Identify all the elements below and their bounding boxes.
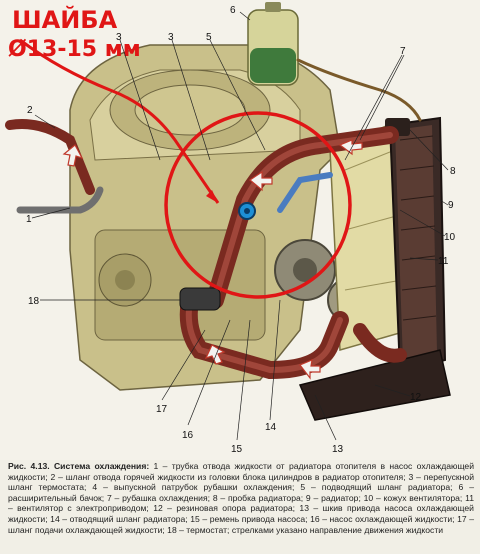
callout-9: 9 xyxy=(448,200,454,211)
callout-17: 17 xyxy=(156,404,168,415)
callout-10: 10 xyxy=(444,232,456,243)
handwritten-annotation: ШАЙБА Ø13-15 мм xyxy=(8,5,352,299)
coolant-hoses xyxy=(5,58,422,380)
annotation-line1: ШАЙБА xyxy=(12,5,118,34)
callout-1: 1 xyxy=(26,214,32,225)
callout-3b: 3 xyxy=(168,32,174,43)
callout-8: 8 xyxy=(450,166,456,177)
annotation-circle xyxy=(164,111,352,299)
callout-14: 14 xyxy=(265,422,277,433)
callout-12: 12 xyxy=(410,392,422,403)
expansion-tank xyxy=(247,2,299,86)
callout-11: 11 xyxy=(438,256,449,267)
callout-numbers: 1 2 3 3 5 6 7 8 9 10 11 12 13 14 15 16 1… xyxy=(26,5,456,455)
callout-16: 16 xyxy=(182,430,194,441)
radiator xyxy=(385,116,447,374)
callout-13: 13 xyxy=(332,444,344,455)
callout-7: 7 xyxy=(400,46,406,57)
annotation-line2: Ø13-15 мм xyxy=(8,37,141,62)
callout-3a: 3 xyxy=(116,32,122,43)
annotation-arrow xyxy=(19,38,220,204)
caption-text: 1 – трубка отвода жидкости от радиатора … xyxy=(8,461,474,535)
figure-caption: Рис. 4.13. Система охлаждения: 1 – трубк… xyxy=(8,461,474,535)
callout-18: 18 xyxy=(28,296,40,307)
callout-15: 15 xyxy=(231,444,243,455)
thermostat xyxy=(179,287,221,311)
flow-arrows xyxy=(62,139,363,380)
callout-5: 5 xyxy=(206,32,212,43)
caption-title: Рис. 4.13. Система охлаждения: xyxy=(8,461,150,471)
callout-6: 6 xyxy=(230,5,236,16)
callout-2: 2 xyxy=(27,105,33,116)
cooling-system-illustration: ШАЙБА Ø13-15 мм 1 2 3 3 5 6 7 8 9 10 xyxy=(5,2,456,455)
callout-leaders xyxy=(31,11,449,441)
